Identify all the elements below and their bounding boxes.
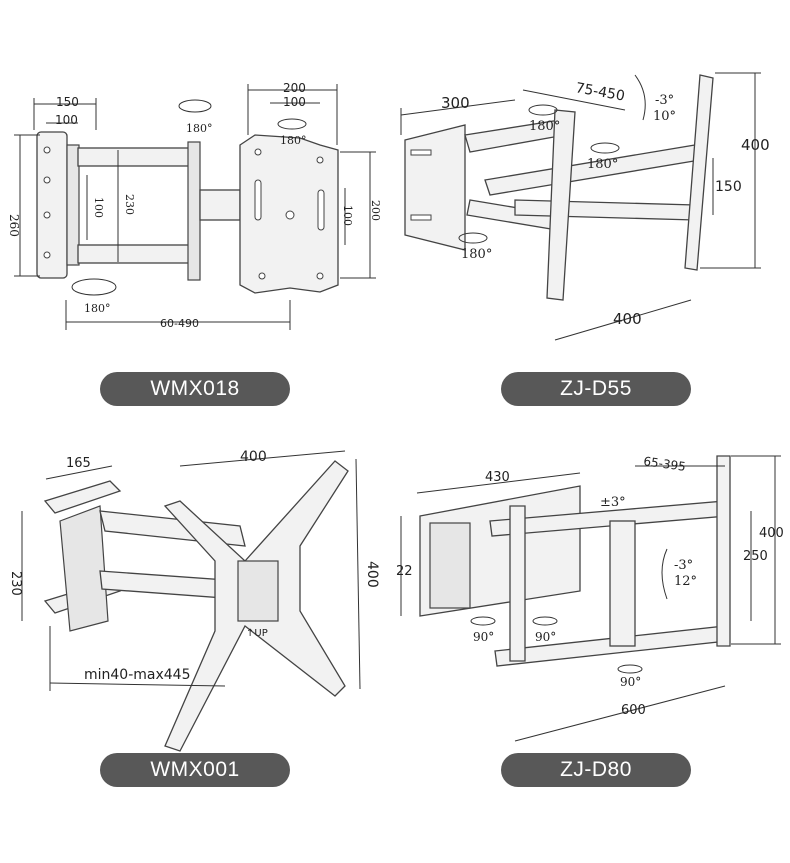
dim-label: 65-395 (643, 454, 687, 474)
dim-label: 180° (529, 119, 560, 134)
tilt-arrow-icon (661, 548, 668, 600)
dim-label: 100 (92, 197, 105, 218)
dim-label: 400 (613, 310, 642, 328)
dim-label: 10° (653, 109, 676, 124)
rotation-arrow-icon (458, 232, 488, 244)
arm-post-left (509, 505, 526, 662)
model-label-zj-d55: ZJ-D55 (501, 372, 691, 406)
upper-arm (77, 147, 197, 167)
model-label-wmx001: WMX001 (100, 753, 290, 787)
dim-label: 230 (8, 571, 23, 596)
zj-d80-diagram: 430 65-395 ±3° -3° 12° 400 250 22 90° 90… (396, 454, 784, 742)
dim-label: 150 (56, 95, 79, 109)
dim-label: ±3° (600, 495, 626, 510)
dim-label: 180° (587, 157, 618, 172)
model-label-zj-d80: ZJ-D80 (501, 753, 691, 787)
dim-label: 150 (715, 179, 742, 195)
dim-label: 260 (7, 214, 21, 237)
dim-label: 90° (535, 630, 556, 644)
product-panel-wmx001: 165 400 230 400 min40-max445 ↑UP WMX001 (0, 431, 395, 862)
tilt-arrow-icon (634, 74, 646, 121)
dim-label: 400 (364, 561, 380, 588)
dim-label: 90° (620, 675, 641, 689)
dim-label: 60-490 (160, 317, 199, 330)
dim-label: -3° (674, 558, 693, 573)
dim-label: 100 (55, 113, 78, 127)
wall-bracket (59, 505, 109, 632)
dim-label: 400 (741, 136, 770, 154)
center-plate (237, 560, 279, 622)
arm-joint (187, 141, 201, 281)
center-plate (609, 520, 636, 647)
dim-label: 400 (240, 449, 267, 465)
wall-bracket-left (429, 522, 471, 609)
rotation-arrow-icon (178, 99, 212, 113)
wall-plate (36, 131, 68, 279)
lower-arm (77, 244, 197, 264)
dim-label: 180° (84, 302, 111, 315)
extension-arm (199, 189, 241, 221)
rotation-arrow-icon (532, 616, 558, 626)
dim-label: 22 (396, 564, 413, 579)
wall-plate (404, 124, 466, 251)
up-marker: ↑UP (246, 628, 268, 639)
dim-label: 165 (66, 456, 91, 471)
rotation-arrow-icon (590, 142, 620, 154)
dim-label: 180° (461, 247, 492, 262)
vesa-rail-right (684, 74, 714, 271)
rotation-arrow-icon (617, 664, 643, 674)
vesa-rail-left (546, 109, 576, 301)
dim-label: 100 (341, 205, 354, 226)
dim-label: 430 (485, 470, 510, 485)
dim-label: 75-450 (574, 80, 626, 104)
dim-label: 230 (123, 194, 136, 215)
wmx001-diagram: 165 400 230 400 min40-max445 ↑UP (8, 449, 380, 752)
dim-label: 600 (621, 703, 646, 718)
dim-label: 300 (441, 94, 470, 112)
dim-label: 12° (674, 574, 697, 589)
wall-plate-top (43, 480, 122, 514)
rotation-arrow-icon (277, 118, 307, 130)
dim-label: 400 (759, 526, 784, 541)
product-panel-wmx018: 150 100 260 100 230 180° 180° 180° 200 1… (0, 0, 395, 431)
rotation-arrow-icon (528, 104, 558, 116)
dim-label: 180° (280, 134, 307, 147)
zj-d55-diagram: 300 75-450 -3° 10° 180° 180° 180° 400 15… (400, 72, 770, 341)
rotation-arrow-icon (470, 616, 496, 626)
model-label-wmx018: WMX018 (100, 372, 290, 406)
wmx018-diagram: 150 100 260 100 230 180° 180° 180° 200 1… (7, 81, 382, 330)
dim-label: 180° (186, 122, 213, 135)
dim-label: 200 (283, 81, 306, 95)
rotation-arrow-icon (71, 278, 117, 296)
wall-bracket (66, 144, 80, 266)
dim-label: 250 (743, 549, 768, 564)
dim-label: -3° (655, 93, 674, 108)
dim-label: 90° (473, 630, 494, 644)
dim-label: 100 (283, 95, 306, 109)
dim-label: min40-max445 (84, 667, 191, 683)
product-panel-zj-d55: 300 75-450 -3° 10° 180° 180° 180° 400 15… (395, 0, 790, 431)
product-panel-zj-d80: 430 65-395 ±3° -3° 12° 400 250 22 90° 90… (395, 431, 790, 862)
dim-label: 200 (369, 200, 382, 221)
vesa-rail-right (716, 455, 731, 647)
